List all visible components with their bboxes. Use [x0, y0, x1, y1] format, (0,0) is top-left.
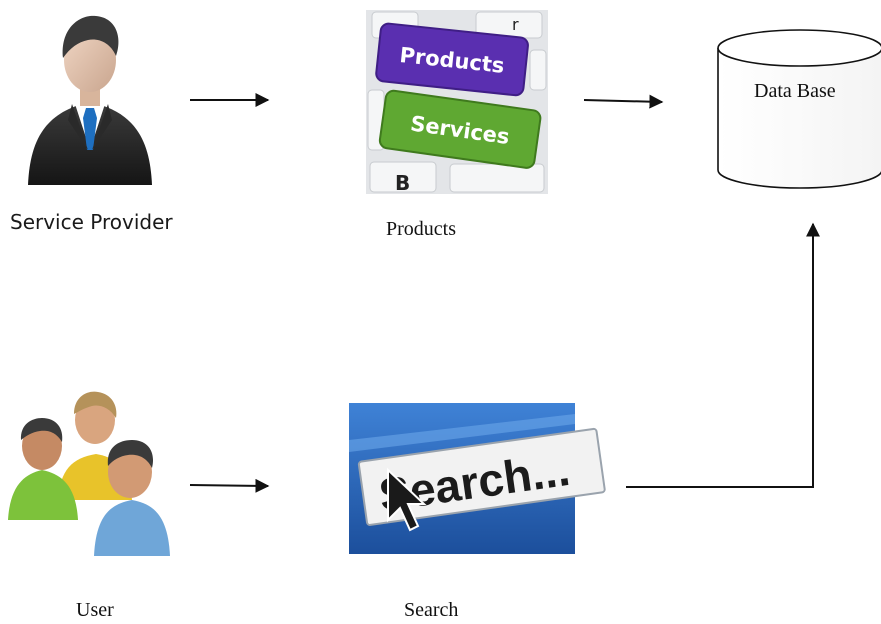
user-label: User: [76, 599, 114, 621]
svg-text:B: B: [395, 171, 410, 195]
database-label: Data Base: [754, 80, 836, 102]
arrow-products-to-database: [583, 94, 664, 109]
svg-text:r: r: [512, 15, 519, 34]
products-keyboard-image: r B Products Services: [366, 10, 548, 195]
user-group-icon: [8, 391, 170, 556]
search-banner-image: Search...: [349, 403, 606, 554]
arrow-search-to-database: [626, 222, 820, 488]
service-provider-icon: [28, 15, 152, 185]
products-label: Products: [386, 218, 456, 240]
search-label: Search: [404, 599, 458, 621]
arrow-user-to-search: [189, 478, 270, 493]
database-cylinder-icon: [717, 29, 881, 189]
service-provider-label: Service Provider: [10, 210, 173, 234]
mouse-cursor-icon: [387, 467, 427, 532]
